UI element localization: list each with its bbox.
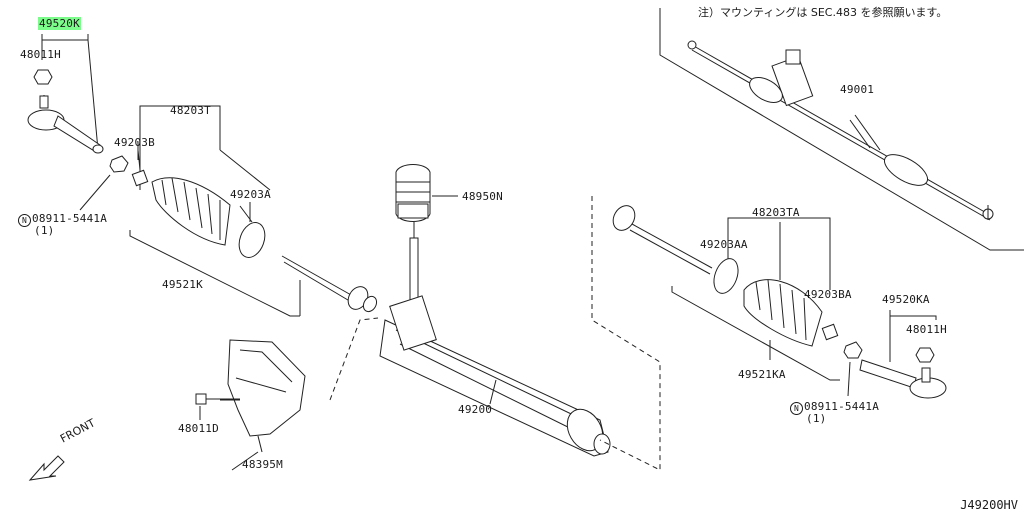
- nut-48011h-left: [33, 69, 53, 85]
- label-48203t[interactable]: 48203T: [170, 104, 211, 117]
- label-49001[interactable]: 49001: [840, 83, 875, 96]
- front-arrow-icon: [28, 455, 65, 481]
- bracket-49520k: [41, 34, 99, 151]
- label-49203b[interactable]: 49203B: [114, 136, 155, 149]
- dashed-leaders: [329, 196, 661, 471]
- clamp-49203ba: [821, 323, 839, 341]
- leader-lines: [137, 114, 881, 471]
- label-48950n[interactable]: 48950N: [462, 190, 503, 203]
- label-49520ka[interactable]: 49520KA: [882, 293, 930, 306]
- diagram-reference-code: J49200HV: [960, 498, 1018, 512]
- label-48395m[interactable]: 48395M: [242, 458, 283, 471]
- nut-48011h-right: [915, 347, 935, 363]
- pinion-cover-48950n: [395, 164, 458, 222]
- label-49520k[interactable]: 49520K: [38, 17, 81, 30]
- label-49521ka[interactable]: 49521KA: [738, 368, 786, 381]
- label-08911-right-qty: (1): [806, 412, 827, 425]
- label-49200[interactable]: 49200: [458, 403, 493, 416]
- clamp-49203a: [238, 205, 266, 258]
- tie-rod-end-right: [859, 359, 947, 399]
- bolt-48011d: [195, 393, 240, 420]
- boot-left: [151, 177, 231, 246]
- bracket-48203ta: [727, 217, 831, 290]
- pinion-shaft: [409, 222, 419, 311]
- bracket-48203t: [139, 105, 271, 191]
- gear-housing-49200: [379, 295, 611, 457]
- assembly-49001-rack: [687, 40, 994, 221]
- mounting-note: 注）マウンティングは SEC.483 を参照願います。: [698, 6, 948, 19]
- boot-right: [743, 279, 823, 347]
- bracket-48395m: [227, 339, 306, 453]
- label-08911-left-number: 08911-5441A: [32, 212, 108, 225]
- nut-08911-right: [843, 341, 863, 397]
- label-49203ba[interactable]: 49203BA: [804, 288, 852, 301]
- label-48011d[interactable]: 48011D: [178, 422, 219, 435]
- circle-n-icon: N: [18, 214, 31, 227]
- clamp-49203aa: [713, 258, 739, 294]
- bracket-49521ka: [671, 286, 840, 381]
- label-48011h-left[interactable]: 48011H: [20, 48, 61, 61]
- bracket-49520ka: [889, 310, 937, 362]
- label-49203a[interactable]: 49203A: [230, 188, 271, 201]
- inner-tie-rod-left: [281, 255, 378, 313]
- assembly-49001-outline: [659, 8, 1024, 251]
- label-49203aa[interactable]: 49203AA: [700, 238, 748, 251]
- inner-tie-rod-right: [612, 205, 713, 275]
- label-48011h-right[interactable]: 48011H: [906, 323, 947, 336]
- label-49520k-text: 49520K: [38, 17, 81, 30]
- label-48203ta[interactable]: 48203TA: [752, 206, 800, 219]
- label-49521k[interactable]: 49521K: [162, 278, 203, 291]
- label-08911-left-qty: (1): [34, 224, 55, 237]
- bracket-49521k: [129, 230, 301, 317]
- nut-08911-left: [79, 155, 129, 211]
- tie-rod-end-left: [27, 95, 104, 154]
- circle-n-icon-right: N: [790, 402, 803, 415]
- label-08911-right-number: 08911-5441A: [804, 400, 880, 413]
